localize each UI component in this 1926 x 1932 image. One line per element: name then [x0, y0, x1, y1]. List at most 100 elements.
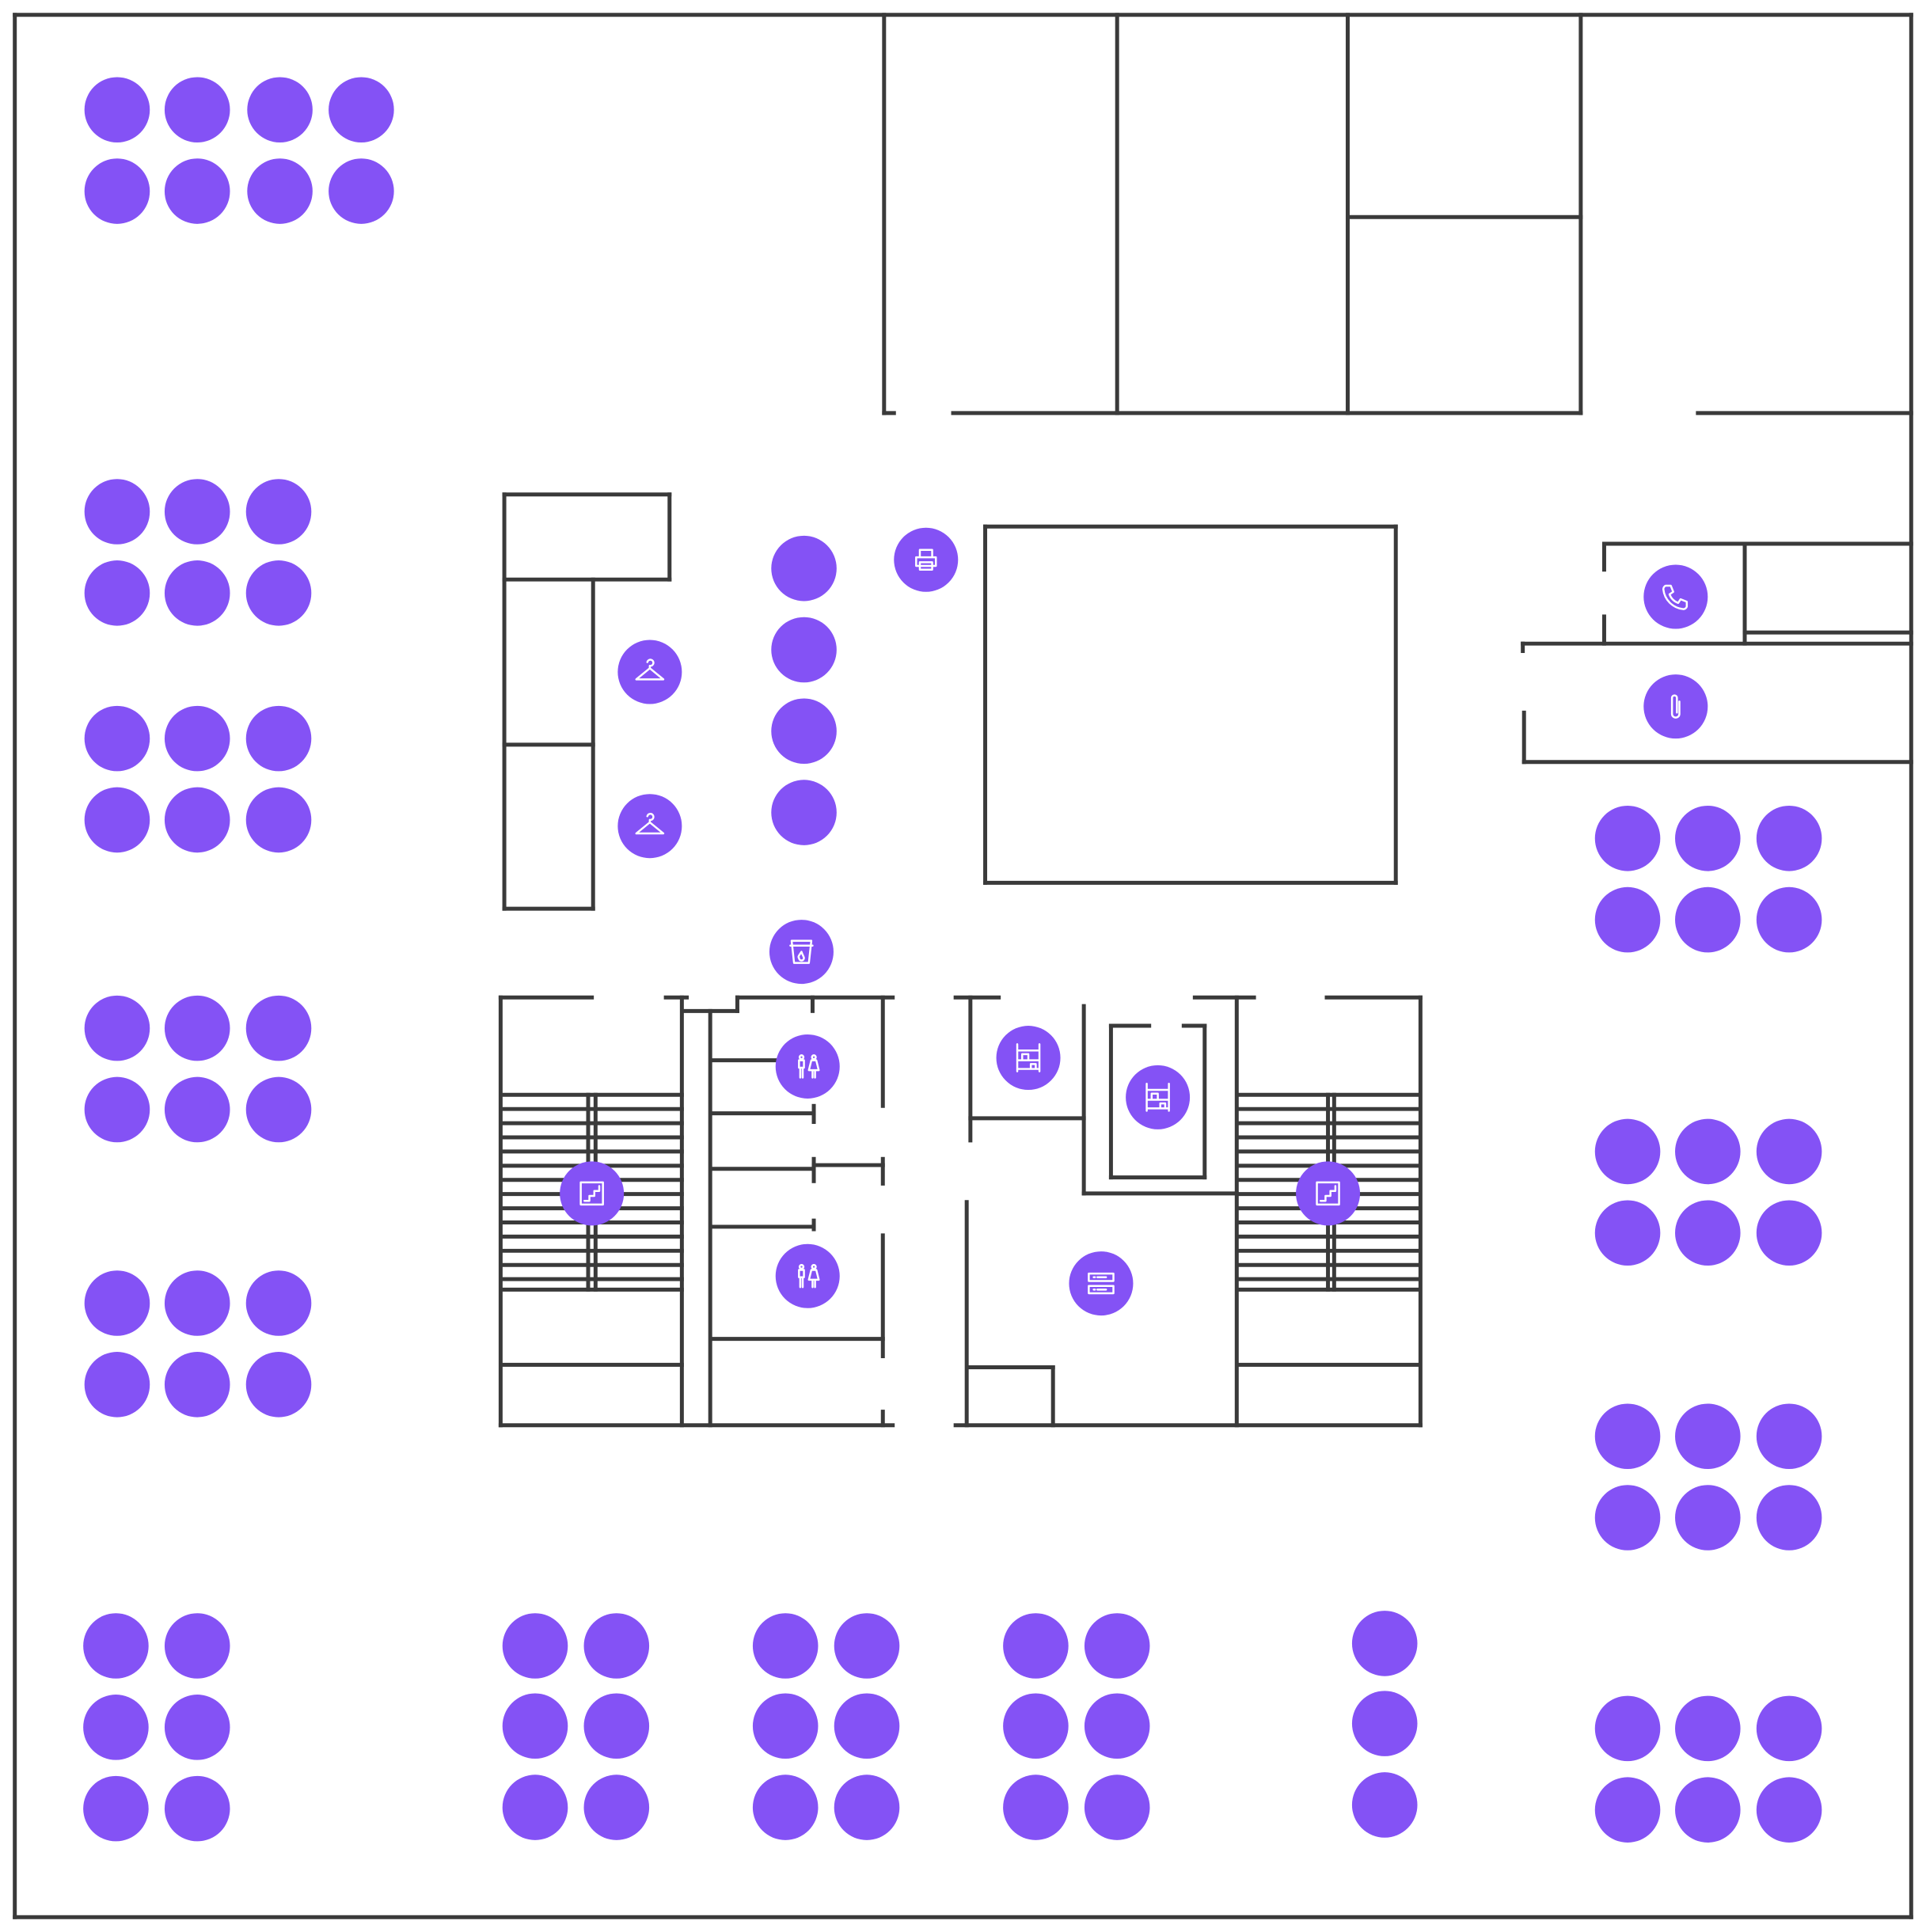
desk-seat[interactable] — [502, 1774, 568, 1840]
desk-seat[interactable] — [84, 705, 150, 772]
desk-seat[interactable] — [329, 158, 394, 224]
amenity-marker[interactable] — [1069, 1251, 1134, 1316]
amenity-marker[interactable] — [775, 1034, 840, 1099]
restroom-amenity[interactable] — [775, 1034, 840, 1099]
desk-seat[interactable] — [164, 158, 230, 224]
desk-seat[interactable] — [1675, 806, 1741, 871]
desk-seat[interactable] — [245, 1270, 312, 1336]
paperclip-amenity[interactable] — [1643, 674, 1708, 739]
desk-seat[interactable] — [1675, 1777, 1741, 1843]
desk-seat[interactable] — [84, 1076, 150, 1143]
desk-seat[interactable] — [1756, 1695, 1822, 1762]
amenity-marker[interactable] — [775, 1243, 840, 1308]
desk-seat[interactable] — [1003, 1774, 1069, 1840]
desk-seat[interactable] — [164, 1352, 230, 1418]
desk-seat[interactable] — [245, 560, 312, 626]
shelves-amenity[interactable] — [996, 1026, 1061, 1091]
desk-seat[interactable] — [164, 787, 230, 853]
desk-seat[interactable] — [1756, 886, 1822, 953]
desk-seat[interactable] — [1594, 806, 1661, 871]
desk-seat[interactable] — [752, 1613, 819, 1679]
desk-seat[interactable] — [245, 1352, 312, 1418]
desk-seat[interactable] — [84, 479, 150, 545]
desk-seat[interactable] — [164, 1695, 230, 1760]
desk-seat[interactable] — [247, 77, 313, 143]
amenity-marker[interactable] — [894, 527, 959, 592]
desk-seat[interactable] — [1594, 1200, 1661, 1266]
desk-seat[interactable] — [84, 77, 150, 143]
desk-seat[interactable] — [752, 1774, 819, 1840]
desk-seat[interactable] — [834, 1774, 900, 1840]
stairs-amenity[interactable] — [1296, 1161, 1361, 1226]
desk-seat[interactable] — [1756, 1200, 1822, 1266]
desk-seat[interactable] — [164, 1076, 230, 1143]
desk-seat[interactable] — [245, 995, 312, 1061]
desk-seat[interactable] — [1594, 1777, 1661, 1843]
desk-seat[interactable] — [329, 77, 394, 143]
desk-seat[interactable] — [1351, 1772, 1418, 1838]
amenity-marker[interactable] — [1296, 1161, 1361, 1226]
restroom-amenity[interactable] — [775, 1243, 840, 1308]
desk-seat[interactable] — [1675, 1118, 1741, 1185]
shelves-amenity[interactable] — [1126, 1065, 1191, 1129]
desk-seat[interactable] — [1594, 1695, 1661, 1762]
desk-seat[interactable] — [1675, 1200, 1741, 1266]
desk-seat[interactable] — [1594, 1403, 1661, 1470]
desk-seat[interactable] — [1756, 1403, 1822, 1470]
desk-seat[interactable] — [1003, 1693, 1069, 1759]
server-amenity[interactable] — [1069, 1251, 1134, 1316]
water-amenity[interactable] — [769, 920, 834, 985]
desk-seat[interactable] — [771, 698, 837, 765]
desk-seat[interactable] — [1084, 1613, 1150, 1679]
desk-seat[interactable] — [834, 1693, 900, 1759]
desk-seat[interactable] — [247, 158, 313, 224]
desk-seat[interactable] — [84, 560, 150, 626]
desk-seat[interactable] — [84, 787, 150, 853]
desk-seat[interactable] — [83, 1695, 149, 1760]
desk-seat[interactable] — [502, 1693, 568, 1759]
desk-seat[interactable] — [583, 1774, 650, 1840]
desk-seat[interactable] — [164, 995, 230, 1061]
desk-seat[interactable] — [164, 1270, 230, 1336]
desk-seat[interactable] — [245, 787, 312, 853]
desk-seat[interactable] — [1351, 1611, 1418, 1676]
hanger-amenity[interactable] — [617, 640, 682, 704]
desk-seat[interactable] — [502, 1613, 568, 1679]
desk-seat[interactable] — [752, 1693, 819, 1759]
desk-seat[interactable] — [1594, 1485, 1661, 1551]
desk-seat[interactable] — [583, 1693, 650, 1759]
desk-seat[interactable] — [771, 780, 837, 845]
desk-seat[interactable] — [1756, 806, 1822, 871]
desk-seat[interactable] — [245, 479, 312, 545]
desk-seat[interactable] — [1756, 1777, 1822, 1843]
desk-seat[interactable] — [164, 560, 230, 626]
amenity-marker[interactable] — [1643, 674, 1708, 739]
desk-seat[interactable] — [245, 705, 312, 772]
printer-amenity[interactable] — [894, 527, 959, 592]
phone-amenity[interactable] — [1643, 564, 1708, 629]
desk-seat[interactable] — [1675, 1695, 1741, 1762]
desk-seat[interactable] — [1003, 1613, 1069, 1679]
desk-seat[interactable] — [1084, 1774, 1150, 1840]
desk-seat[interactable] — [84, 1352, 150, 1418]
amenity-marker[interactable] — [560, 1161, 625, 1226]
desk-seat[interactable] — [84, 1270, 150, 1336]
amenity-marker[interactable] — [617, 640, 682, 704]
desk-seat[interactable] — [1675, 1403, 1741, 1470]
hanger-amenity[interactable] — [617, 794, 682, 859]
amenity-marker[interactable] — [1643, 564, 1708, 629]
desk-seat[interactable] — [164, 77, 230, 143]
desk-seat[interactable] — [1675, 886, 1741, 953]
desk-seat[interactable] — [83, 1613, 149, 1679]
desk-seat[interactable] — [1084, 1693, 1150, 1759]
desk-seat[interactable] — [164, 1613, 230, 1679]
amenity-marker[interactable] — [617, 794, 682, 859]
desk-seat[interactable] — [1675, 1485, 1741, 1551]
desk-seat[interactable] — [1594, 1118, 1661, 1185]
desk-seat[interactable] — [834, 1613, 900, 1679]
desk-seat[interactable] — [245, 1076, 312, 1143]
desk-seat[interactable] — [1756, 1118, 1822, 1185]
desk-seat[interactable] — [164, 1775, 230, 1842]
desk-seat[interactable] — [84, 995, 150, 1061]
desk-seat[interactable] — [1594, 886, 1661, 953]
